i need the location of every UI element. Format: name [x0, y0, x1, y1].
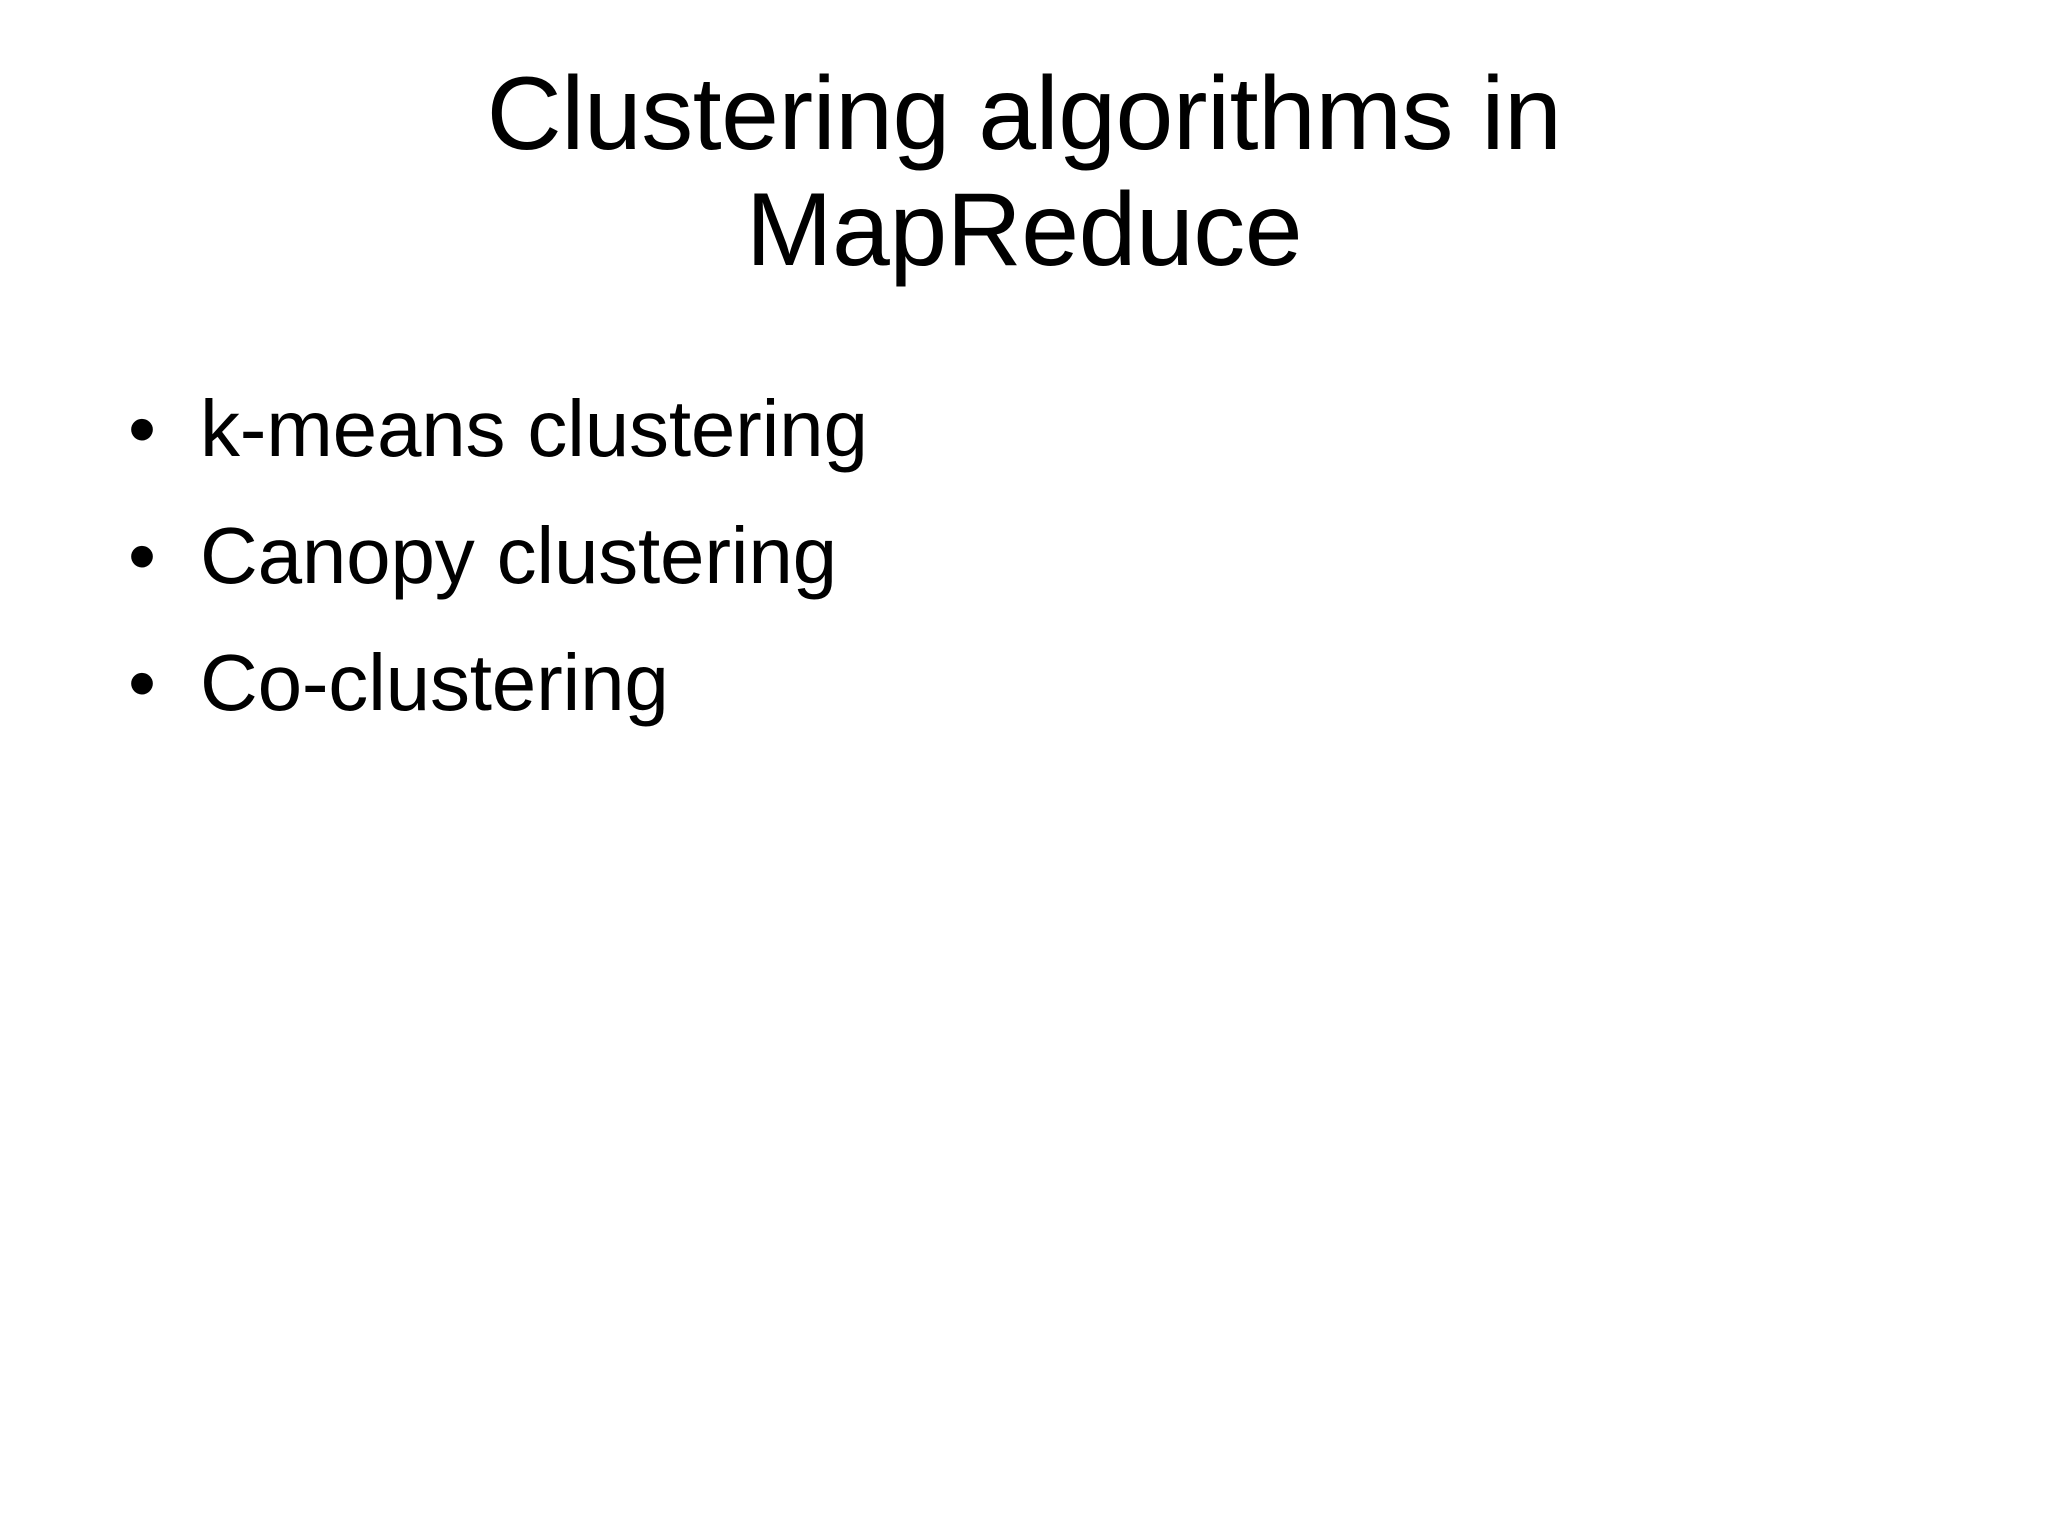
- list-item[interactable]: • Co-clustering: [118, 634, 1948, 761]
- empty-content-area: [0, 760, 2048, 1536]
- bullet-item-label: k-means clustering: [200, 384, 868, 473]
- bullet-point-icon: •: [128, 511, 157, 600]
- list-item[interactable]: • Canopy clustering: [118, 507, 1948, 634]
- list-item[interactable]: • k-means clustering: [118, 380, 1948, 507]
- bullet-list: • k-means clustering • Canopy clustering…: [118, 380, 1948, 761]
- page-title: Clustering algorithms in MapReduce: [486, 56, 1562, 289]
- bullet-item-label: Canopy clustering: [200, 511, 837, 600]
- bullet-item-label: Co-clustering: [200, 638, 669, 727]
- bullet-point-icon: •: [128, 384, 157, 473]
- bullet-point-icon: •: [128, 638, 157, 727]
